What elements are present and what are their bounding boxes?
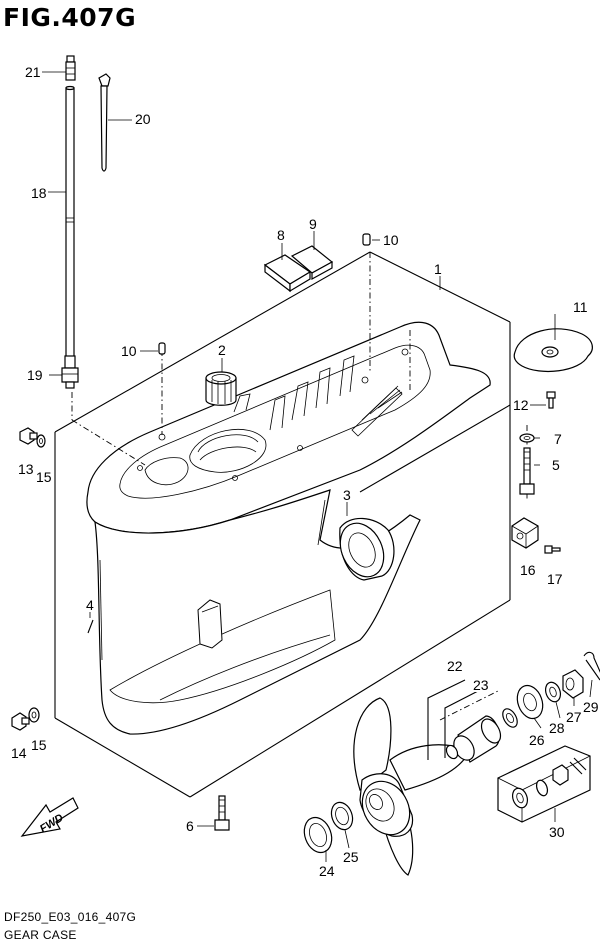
- callout-17[interactable]: 17: [546, 571, 564, 587]
- figure-name: GEAR CASE: [4, 928, 77, 942]
- propeller-kit-bracket: [427, 679, 481, 760]
- callout-21[interactable]: 21: [24, 64, 42, 80]
- callout-19[interactable]: 19: [26, 367, 44, 383]
- callout-15-upper[interactable]: 15: [35, 469, 53, 485]
- callout-22[interactable]: 22: [446, 658, 464, 674]
- part-28-washer: [544, 681, 562, 703]
- callout-23[interactable]: 23: [472, 677, 490, 693]
- callout-4[interactable]: 4: [85, 597, 95, 613]
- callout-9[interactable]: 9: [308, 216, 318, 232]
- callout-1[interactable]: 1: [433, 261, 443, 277]
- part-25-spacer: [330, 801, 354, 831]
- part-13-plug: [19, 427, 38, 445]
- callout-3[interactable]: 3: [342, 487, 352, 503]
- callout-26[interactable]: 26: [528, 732, 546, 748]
- callout-29[interactable]: 29: [582, 699, 600, 715]
- figure-code: DF250_E03_016_407G: [4, 910, 137, 924]
- part-29-cotter-pin: [583, 651, 600, 681]
- callout-2[interactable]: 2: [217, 342, 227, 358]
- part-2-bushing: [205, 371, 237, 406]
- part-12-bolt: [546, 391, 556, 409]
- callout-10-lower[interactable]: 10: [120, 343, 138, 359]
- part-6-bolt: [214, 795, 230, 831]
- callout-12[interactable]: 12: [512, 397, 530, 413]
- part-18-tube: [65, 85, 75, 361]
- callout-28[interactable]: 28: [548, 720, 566, 736]
- callout-18[interactable]: 18: [30, 185, 48, 201]
- callout-6[interactable]: 6: [185, 818, 195, 834]
- callout-5[interactable]: 5: [551, 457, 561, 473]
- callout-24[interactable]: 24: [318, 863, 336, 879]
- part-10-dowel-pins: [158, 233, 371, 355]
- callout-16[interactable]: 16: [519, 562, 537, 578]
- part-23-bushing: [445, 708, 518, 763]
- part-3-bearing: [339, 517, 395, 581]
- part-15-gasket-lower: [28, 707, 40, 723]
- callout-13[interactable]: 13: [17, 461, 35, 477]
- callout-30[interactable]: 30: [548, 824, 566, 840]
- part-16-block: [511, 517, 539, 549]
- callout-10-upper[interactable]: 10: [382, 232, 400, 248]
- callout-20[interactable]: 20: [134, 111, 152, 127]
- gear-case-housing: [86, 321, 491, 735]
- callout-25[interactable]: 25: [342, 849, 360, 865]
- figure-title: FIG.407G: [3, 3, 137, 32]
- part-19-grommet: [61, 355, 79, 389]
- part-15-gasket-upper: [36, 434, 46, 448]
- part-27-nut: [562, 669, 584, 699]
- part-21-grommet: [65, 55, 76, 81]
- callout-14[interactable]: 14: [10, 745, 28, 761]
- forward-direction-arrow: FWD: [20, 797, 79, 837]
- part-7-washer: [519, 433, 535, 443]
- part-5-bolt: [519, 447, 535, 495]
- part-24-thrust-washer: [303, 816, 333, 854]
- part-22-propeller: [353, 697, 471, 876]
- part-20-cable-tie: [98, 73, 111, 172]
- callout-27[interactable]: 27: [565, 709, 583, 725]
- callout-15-lower[interactable]: 15: [30, 737, 48, 753]
- callout-11[interactable]: 11: [572, 299, 589, 315]
- part-26-washer: [516, 684, 544, 720]
- callout-7[interactable]: 7: [553, 431, 563, 447]
- part-30-hardware-kit: [497, 745, 591, 823]
- part-14-plug: [11, 712, 30, 731]
- leader-lines: [40, 71, 593, 862]
- part-8-9-pads: [263, 245, 334, 293]
- part-11-anode: [513, 328, 593, 373]
- callout-8[interactable]: 8: [276, 227, 286, 243]
- part-17-screw: [544, 545, 561, 554]
